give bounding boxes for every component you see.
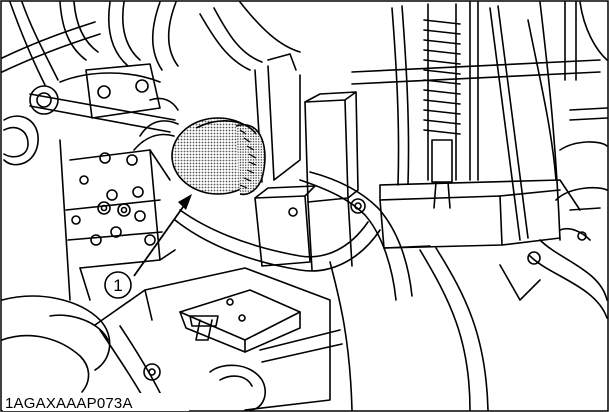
callout-leader	[133, 194, 192, 277]
oil-filter-cartridge	[171, 117, 266, 196]
figure-code-background	[3, 393, 189, 411]
callout-marker: 1	[104, 271, 132, 299]
figure-code-label: 1AGAXAAAP073A	[5, 395, 133, 412]
callout-number: 1	[113, 276, 122, 295]
